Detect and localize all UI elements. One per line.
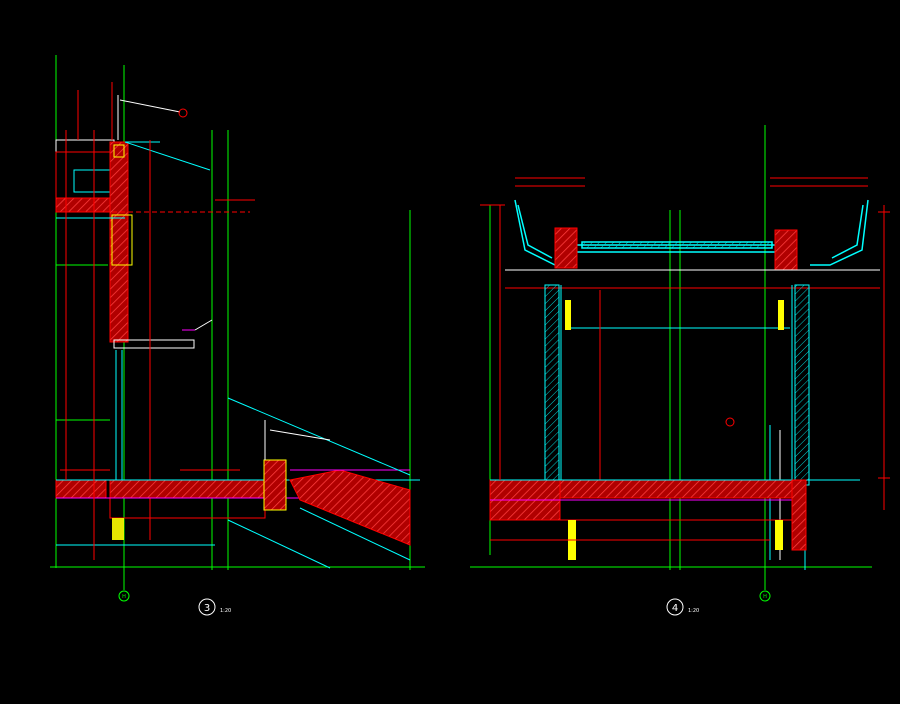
floor-slab-right — [489, 479, 860, 560]
dimensions-left — [60, 130, 255, 560]
inclined-slab-left — [227, 397, 411, 569]
wall-left — [113, 140, 213, 540]
detail-scale: 1:20 — [220, 608, 231, 614]
beams-right — [505, 227, 880, 330]
detail-number-circle — [666, 598, 684, 616]
detail-callout-3: 3 1:20 H — [118, 590, 231, 616]
dimensions-right — [480, 177, 890, 510]
axis-bubble — [759, 590, 771, 602]
detail-number-circle — [198, 598, 216, 616]
axis-label: H — [122, 594, 126, 600]
axis-label: H — [763, 594, 767, 600]
floor-slab-left — [55, 459, 420, 546]
detail-number: 4 — [672, 603, 678, 614]
detail-callout-4: 4 1:20 H — [666, 590, 771, 616]
detail-scale: 1:20 — [688, 608, 699, 614]
gutters-right — [514, 199, 869, 266]
detail-number: 3 — [204, 603, 210, 614]
section-detail-4: 4 1:20 H — [470, 125, 890, 616]
upper-parapet-left — [55, 82, 250, 343]
axis-bubble — [118, 590, 130, 602]
section-detail-3: 3 1:20 H — [50, 55, 425, 616]
